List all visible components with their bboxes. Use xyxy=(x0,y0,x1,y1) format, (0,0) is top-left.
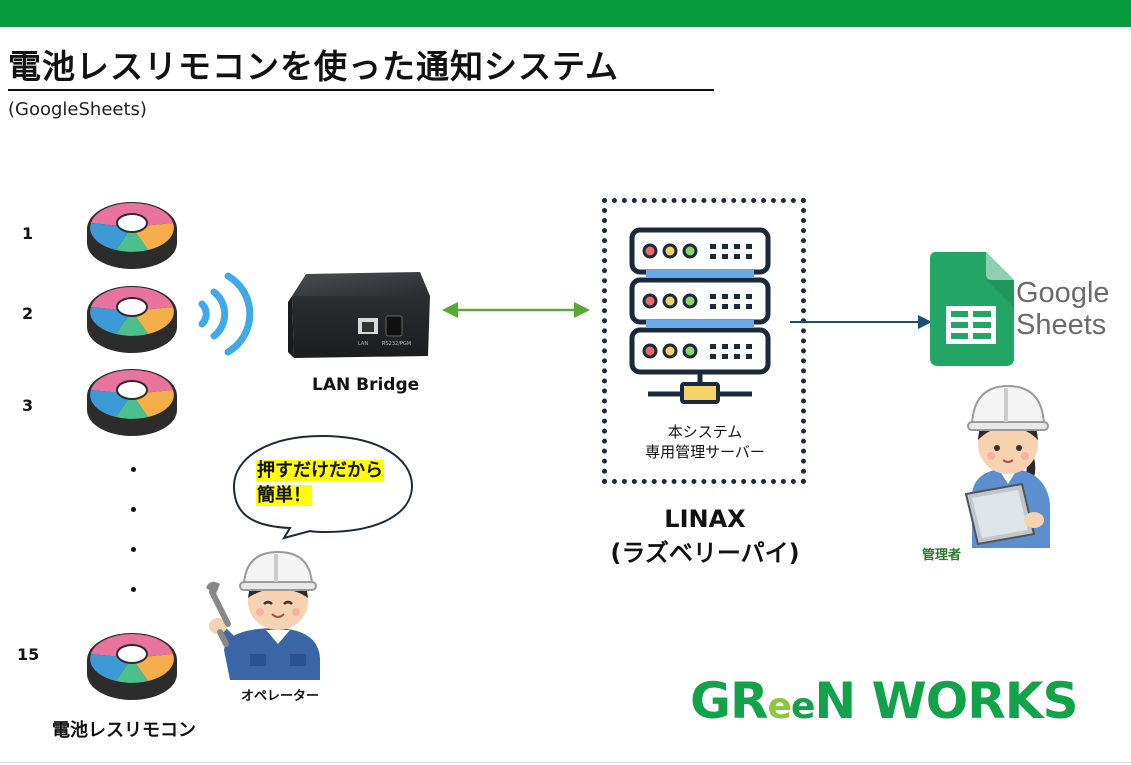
brand-part3: e xyxy=(790,686,815,727)
admin-person-icon xyxy=(964,384,1050,548)
remote-icon xyxy=(87,202,177,269)
brand-part4: N WORKS xyxy=(814,672,1078,730)
ellipsis-dot xyxy=(131,547,136,552)
speech-bubble-text: 押すだけだから 簡単！ xyxy=(256,458,384,508)
google-word: Google xyxy=(1016,277,1110,309)
server-dotted-frame xyxy=(602,198,806,484)
bubble-line1: 押すだけだから xyxy=(256,460,384,481)
rs232-port-label: RS232/PGM xyxy=(382,341,411,347)
sheets-arrow xyxy=(790,315,932,329)
ellipsis-dot xyxy=(131,507,136,512)
remote-number-15: 15 xyxy=(17,645,40,664)
server-caption-line2: 専用管理サーバー xyxy=(645,443,765,461)
lan-port-label: LAN xyxy=(358,341,368,347)
lan-bridge-device-icon: LAN RS232/PGM xyxy=(288,272,430,358)
remote-number-2: 2 xyxy=(22,304,34,323)
bottom-divider xyxy=(0,762,1131,763)
remote-number-1: 1 xyxy=(22,224,34,243)
server-caption: 本システム 専用管理サーバー xyxy=(612,422,798,462)
server-caption-line1: 本システム xyxy=(667,423,743,441)
remote-icon xyxy=(87,286,177,353)
ellipsis-dot xyxy=(131,587,136,592)
google-sheets-wordmark: Google Sheets xyxy=(1016,277,1110,341)
remote-label: 電池レスリモコン xyxy=(52,720,196,741)
lan-bridge-label: LAN Bridge xyxy=(312,375,420,395)
server-name-line1: LINAX xyxy=(664,505,746,533)
brand-part1: GR xyxy=(690,672,769,730)
server-name-line2: (ラズベリーパイ) xyxy=(610,539,800,567)
page-title: 電池レスリモコンを使った通知システム xyxy=(8,47,620,86)
wifi-signal-icon xyxy=(198,272,254,356)
bubble-line2: 簡単！ xyxy=(256,485,312,506)
remote-icon xyxy=(87,369,177,436)
bidirectional-arrow xyxy=(442,302,590,318)
server-icon xyxy=(629,227,771,404)
greenworks-logo: GReeN WORKS xyxy=(690,672,1079,730)
sheets-word: Sheets xyxy=(1016,309,1107,341)
top-green-bar xyxy=(0,0,1131,27)
remote-number-3: 3 xyxy=(22,396,34,415)
ellipsis-dot xyxy=(131,467,136,472)
admin-label: 管理者 xyxy=(922,548,962,563)
operator-person-icon xyxy=(206,550,320,680)
operator-label: オペレーター xyxy=(241,689,320,704)
google-sheets-icon xyxy=(930,252,1014,366)
remote-icon xyxy=(87,633,177,700)
page-subtitle: (GoogleSheets) xyxy=(8,99,147,120)
brand-part2: e xyxy=(767,686,792,727)
server-name: LINAX (ラズベリーパイ) xyxy=(560,502,850,570)
title-underline xyxy=(8,89,714,91)
